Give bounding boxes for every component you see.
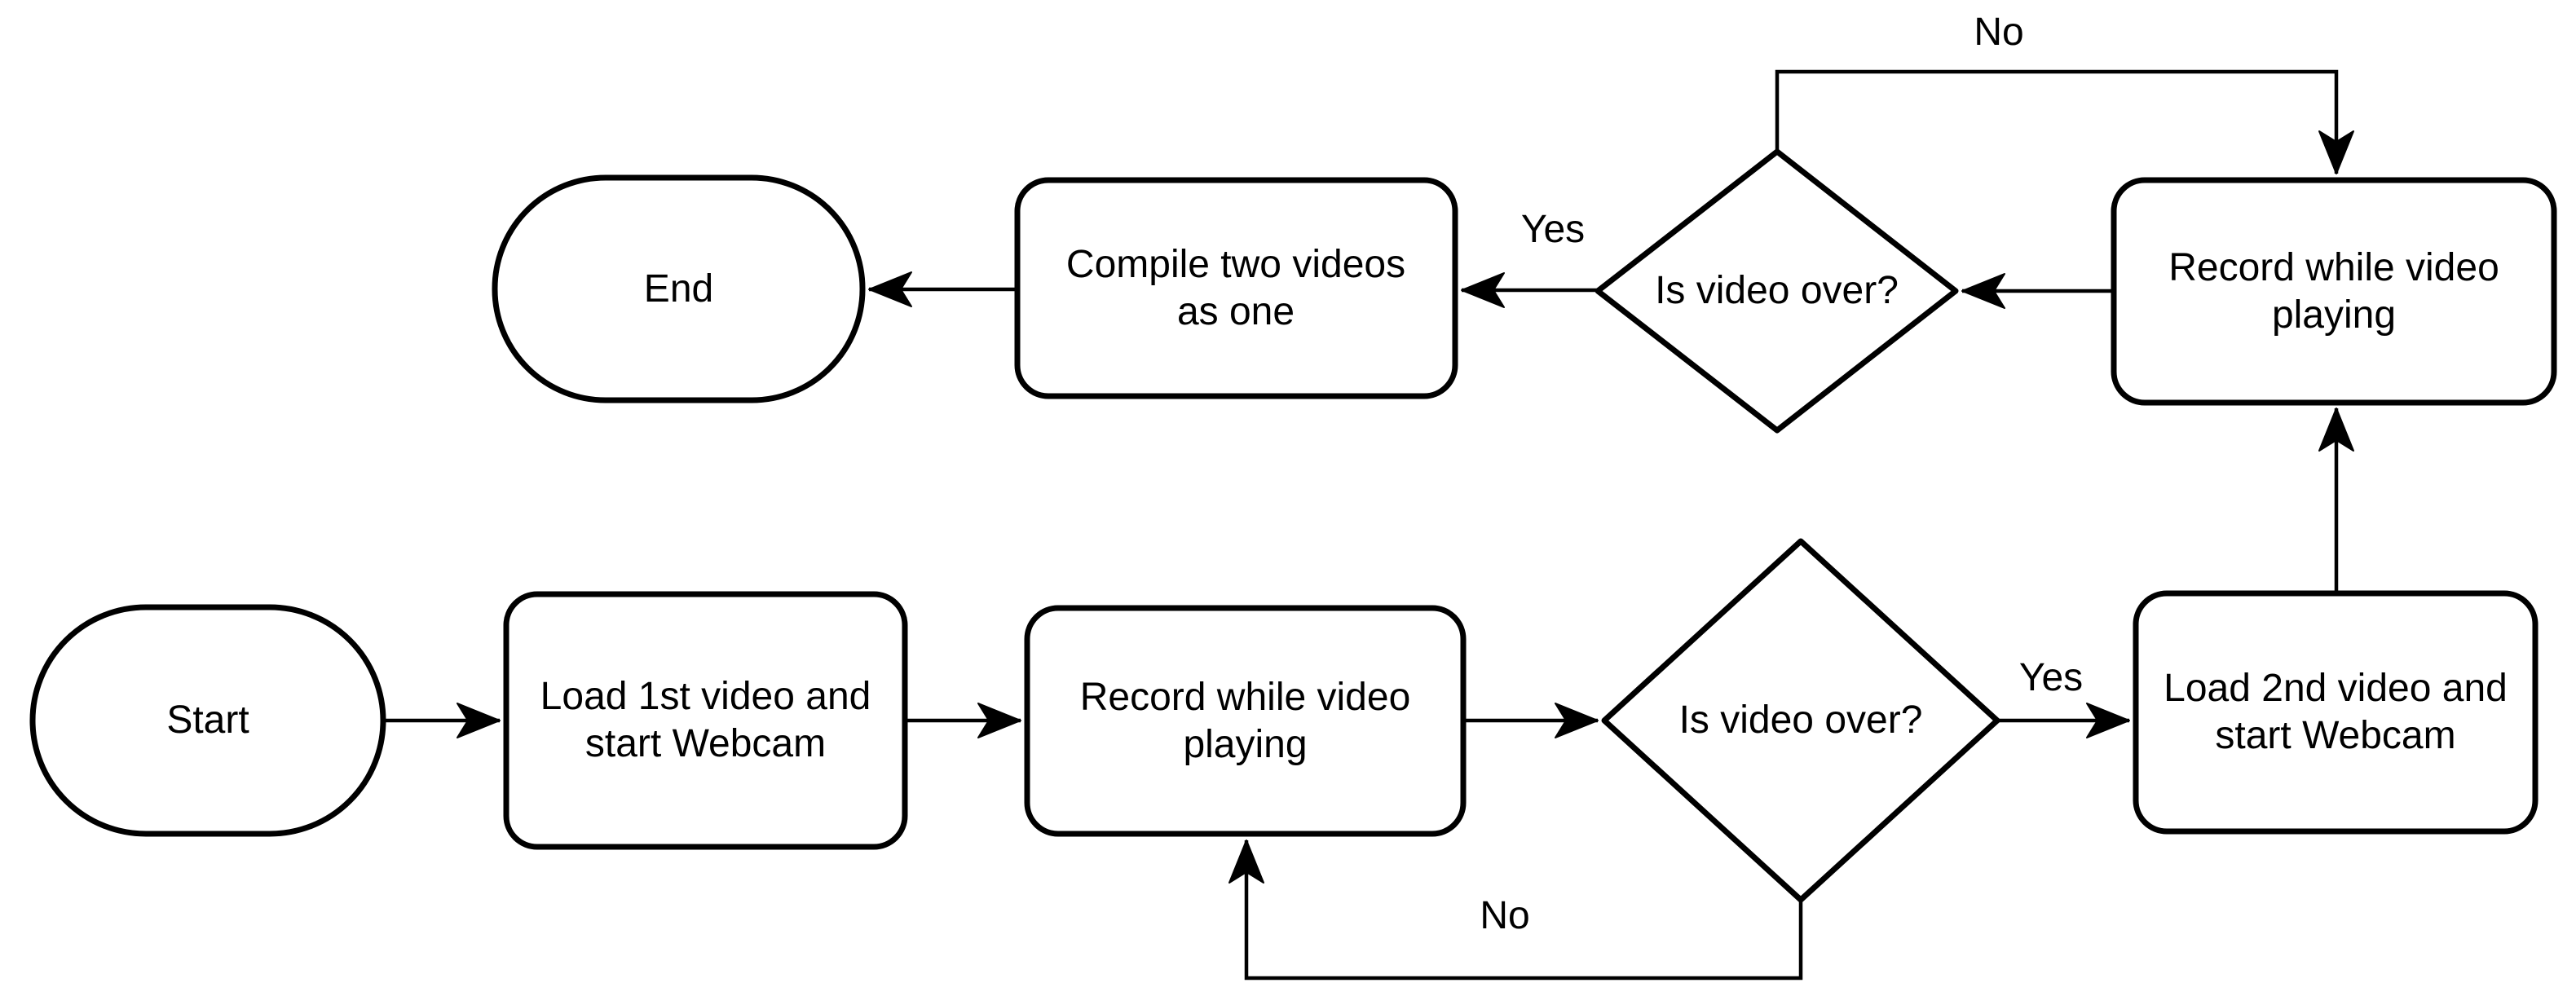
load-first-video-shape: [503, 591, 908, 850]
start-terminator-shape: [29, 604, 386, 837]
is-video-over-2-shape: [1595, 148, 1959, 434]
edge-decision2-to-record2-no: [1775, 69, 2354, 174]
end-terminator-shape: [492, 174, 866, 403]
record-while-playing-2-shape: [2111, 177, 2557, 406]
connector-group: [383, 69, 2354, 981]
is-video-over-1-shape: [1601, 538, 2000, 903]
load-second-video-shape: [2133, 590, 2539, 835]
record-while-playing-1-shape: [1024, 605, 1467, 837]
compile-videos-shape: [1014, 177, 1458, 399]
edge-decision1-to-record1-no: [1228, 840, 1803, 981]
node-shape-group: [29, 148, 2557, 903]
